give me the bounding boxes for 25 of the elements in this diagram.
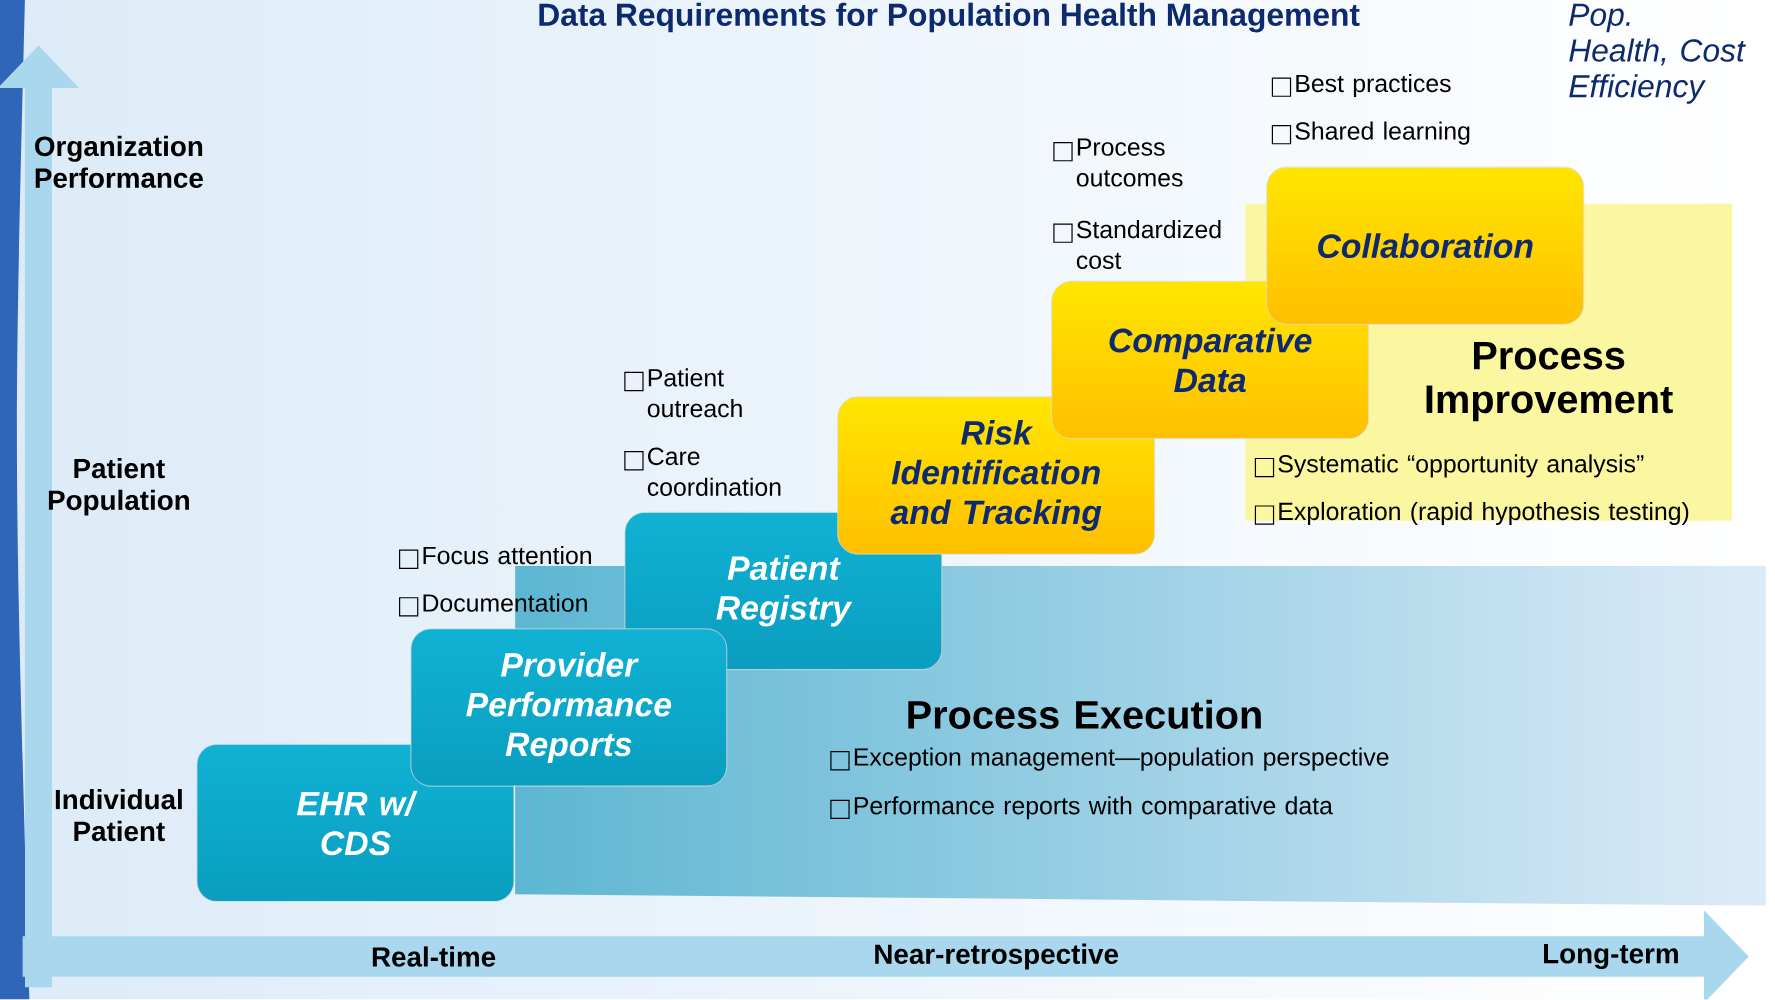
bullet-item: Performance reports with comparative data [830, 796, 1333, 820]
bullet-item: Exploration (rapid hypothesis testing) [1254, 502, 1689, 526]
bullet-item: Shared learning [1271, 121, 1470, 145]
step-box: Comparative Data [1051, 281, 1370, 440]
axis-label: Long-term [1544, 944, 1678, 970]
title: Data Requirements for Population Health Management [539, 2, 1360, 33]
step-box: Provider Performance Reports [410, 628, 728, 787]
bullet-item: Exception management—population perspective [830, 747, 1389, 771]
goal-text: Pop. Health, Cost Efficiency [1569, 4, 1746, 104]
bullet-item: Systematic “opportunity analysis” [1254, 454, 1644, 478]
section-heading: Process Execution [908, 699, 1261, 730]
bullet-item: Documentation [399, 593, 587, 617]
step-box: Collaboration [1266, 166, 1585, 325]
bullet-item: Focus attention [399, 546, 591, 570]
bullet-item: Care coordination [624, 447, 781, 497]
axis-label: Near-retrospective [875, 943, 1119, 970]
axis-label: Real-time [372, 946, 496, 967]
bullet-item: Standardized cost [1053, 220, 1221, 270]
bullet-item: Best practices [1271, 74, 1451, 98]
bullet-item: Patient outreach [624, 368, 742, 418]
axis-label: Patient Population [48, 458, 189, 516]
bullet-item: Process outcomes [1053, 138, 1183, 187]
axis-label: Organization Performance [35, 136, 203, 189]
section-heading: Process Improvement [1426, 342, 1673, 422]
step-box: Risk Identification and Tracking [837, 396, 1156, 555]
